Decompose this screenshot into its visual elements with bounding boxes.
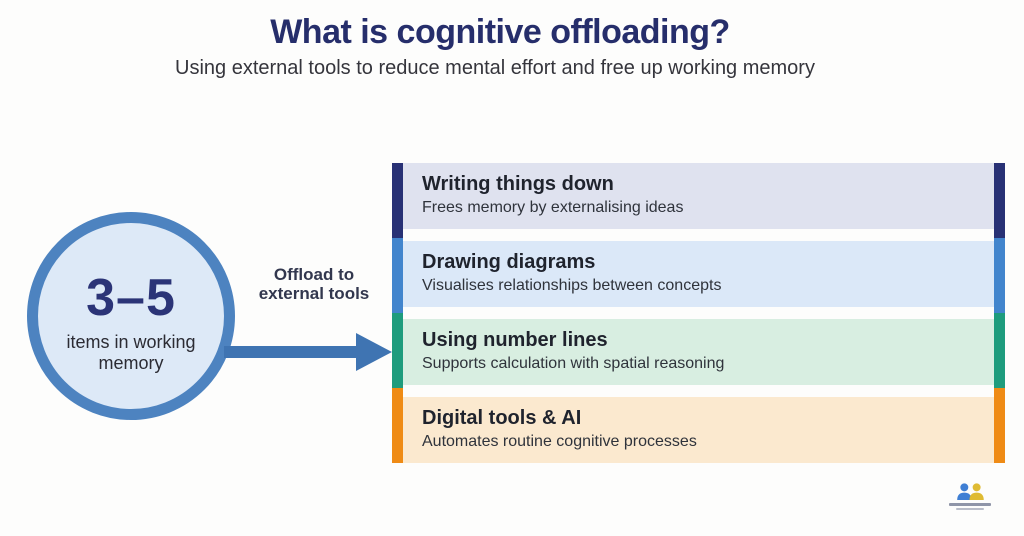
stripe-segment: [994, 163, 1005, 238]
accent-stripe-right: [994, 163, 1005, 463]
stripe-segment: [994, 388, 1005, 463]
page-subtitle: Using external tools to reduce mental ef…: [175, 57, 815, 79]
offloading-tools-list: Writing things down Frees memory by exte…: [392, 163, 1005, 463]
list-item-subtitle: Frees memory by externalising ideas: [422, 199, 684, 216]
list-item-subtitle: Automates routine cognitive processes: [422, 433, 697, 450]
stripe-segment: [392, 163, 403, 238]
logo-text-line: [956, 508, 984, 510]
page-title: What is cognitive offloading?: [270, 13, 730, 51]
stripe-segment: [994, 313, 1005, 388]
offload-arrow-head-icon: [356, 333, 392, 371]
accent-stripe-left: [392, 163, 403, 463]
list-item-diagrams: Drawing diagrams Visualises relationship…: [392, 241, 1005, 307]
stripe-segment: [392, 238, 403, 313]
stripe-segment: [392, 388, 403, 463]
list-item-digital-ai: Digital tools & AI Automates routine cog…: [392, 397, 1005, 463]
list-item-writing: Writing things down Frees memory by exte…: [392, 163, 1005, 229]
working-memory-circle: 3–5 items in working memory: [27, 212, 235, 420]
logo-text-line: [949, 503, 991, 506]
stripe-segment: [392, 313, 403, 388]
stripe-segment: [994, 238, 1005, 313]
list-item-title: Writing things down: [422, 173, 614, 195]
list-item-number-lines: Using number lines Supports calculation …: [392, 319, 1005, 385]
list-item-title: Digital tools & AI: [422, 407, 582, 429]
offload-arrow: [224, 346, 358, 358]
two-people-logo-icon: [957, 483, 984, 501]
list-item-title: Drawing diagrams: [422, 251, 596, 273]
memory-capacity-value: 3–5: [86, 268, 176, 327]
memory-capacity-caption: items in working memory: [66, 331, 196, 373]
brand-logo: [944, 483, 996, 510]
list-item-subtitle: Supports calculation with spatial reason…: [422, 355, 725, 372]
offload-arrow-label: Offload to external tools: [258, 265, 370, 303]
list-item-subtitle: Visualises relationships between concept…: [422, 277, 722, 294]
list-item-title: Using number lines: [422, 329, 608, 351]
